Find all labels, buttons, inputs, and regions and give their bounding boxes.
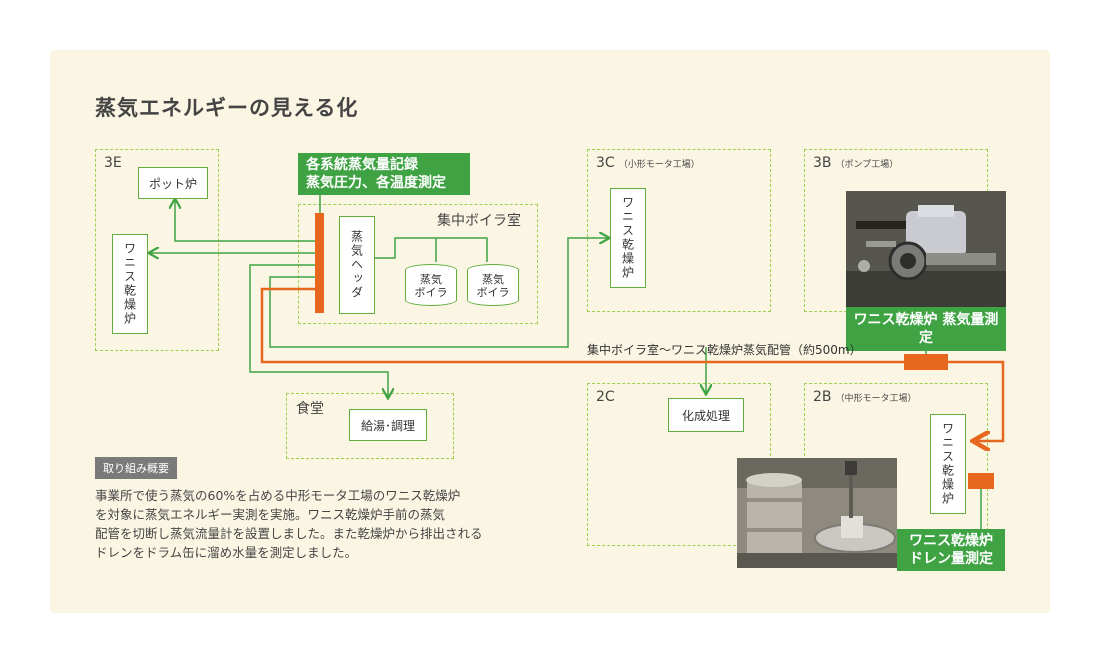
steam-measure-callout: ワニス乾燥炉 蒸気量測定 (846, 307, 1006, 351)
dryer-3e-box: ワニス乾燥炉 (112, 234, 148, 334)
steam-record-line1: 各系統蒸気量記録 (306, 157, 418, 173)
drain-measure-callout: ワニス乾燥炉 ドレン量測定 (897, 529, 1005, 571)
zone-3c-sub: （小形モータ工場） (618, 160, 700, 170)
boiler-1-label: 蒸気 ボイラ (414, 273, 448, 299)
drain-measure-line2: ドレン量測定 (909, 551, 993, 567)
page-title: 蒸気エネルギーの見える化 (95, 96, 359, 120)
drain-drum-photo (737, 458, 897, 568)
chemical-treatment-box: 化成処理 (668, 398, 744, 432)
zone-3b-sub: （ポンプ工場） (835, 160, 899, 170)
cafeteria-label: 食堂 (296, 401, 324, 417)
boiler-2: 蒸気 ボイラ (467, 264, 519, 306)
drain-measure-line1: ワニス乾燥炉 (909, 533, 993, 549)
steam-record-callout: 各系統蒸気量記録 蒸気圧力、各温度測定 (298, 153, 470, 195)
zone-2b-code: 2B (813, 389, 832, 405)
dryer-2b-box: ワニス乾燥炉 (930, 414, 966, 514)
zone-2c-label: 2C (596, 389, 615, 405)
zone-3c-code: 3C (596, 155, 615, 171)
summary-line: 事業所で使う蒸気の60%を占める中形モータ工場のワニス乾燥炉 (95, 488, 461, 503)
dryer-3c-box: ワニス乾燥炉 (610, 188, 646, 288)
zone-3b-label: 3B（ポンプ工場） (813, 155, 898, 171)
boiler-1: 蒸気 ボイラ (405, 264, 457, 306)
summary-tag: 取り組み概要 (95, 457, 177, 479)
zone-2b-sub: （中形モータ工場） (835, 394, 917, 404)
zone-boiler-room (298, 204, 538, 324)
steam-header-box: 蒸気ヘッダ (339, 216, 375, 314)
hot-water-cooking-box: 給湯･調理 (349, 409, 427, 441)
pot-furnace-box: ポット炉 (138, 167, 208, 199)
summary-line: 配管を切断し蒸気流量計を設置しました。また乾燥炉から排出される (95, 526, 483, 541)
boiler-2-label: 蒸気 ボイラ (476, 273, 510, 299)
zone-3e-label: 3E (104, 155, 122, 171)
zone-2b-label: 2B（中形モータ工場） (813, 389, 917, 405)
zone-cafeteria (286, 393, 454, 459)
zone-3c (587, 149, 771, 312)
summary-line: ドレンをドラム缶に溜め水量を測定しました。 (95, 545, 358, 560)
pipe-label: 集中ボイラ室〜ワニス乾燥炉蒸気配管（約500m） (587, 343, 862, 357)
steam-record-line2: 蒸気圧力、各温度測定 (306, 175, 446, 191)
zone-3b-code: 3B (813, 155, 832, 171)
boiler-room-label: 集中ボイラ室 (437, 213, 521, 229)
zone-3e (95, 149, 219, 351)
steam-meter-photo (846, 191, 1006, 311)
zone-3c-label: 3C（小形モータ工場） (596, 155, 700, 171)
summary-line: を対象に蒸気エネルギー実測を実施。ワニス乾燥炉手前の蒸気 (95, 507, 446, 522)
summary-text: 事業所で使う蒸気の60%を占める中形モータ工場のワニス乾燥炉 を対象に蒸気エネル… (95, 486, 555, 562)
